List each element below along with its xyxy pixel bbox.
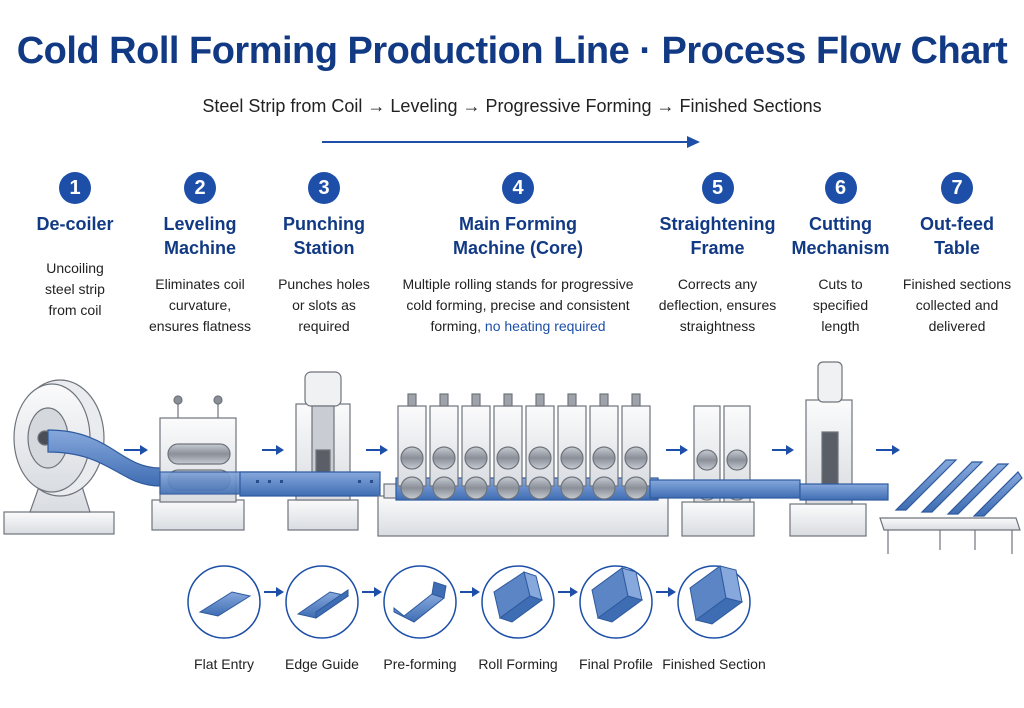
page-subtitle: Steel Strip from Coil → Leveling → Progr… — [202, 96, 822, 116]
step-number-badge: 1 — [59, 172, 91, 204]
step-description: Corrects any deflection, ensures straigh… — [658, 276, 777, 334]
step-punching: 3 Punching Station Punches holes or slot… — [268, 172, 380, 337]
step-description: Punches holes or slots as required — [278, 276, 370, 334]
step-outfeed: 7 Out-feed Table Finished sections colle… — [898, 172, 1016, 337]
cutting-mechanism — [789, 361, 889, 537]
forming-stand — [621, 393, 651, 500]
profile-label: Flat Entry — [194, 656, 254, 672]
page-title: Cold Roll Forming Production Line · Proc… — [16, 30, 1008, 72]
forming-stand — [589, 393, 619, 500]
forming-stand — [493, 393, 523, 500]
forming-stand — [397, 393, 427, 500]
step-number-badge: 6 — [824, 172, 857, 204]
step-leveling: 2 Leveling Machine Eliminates coil curva… — [140, 172, 260, 337]
profile-label: Pre-forming — [383, 656, 457, 672]
step-description: Multiple rolling stands for progressive … — [398, 274, 638, 337]
step-description: Cuts to specified length — [812, 276, 869, 334]
profile-label: Finished Section — [662, 656, 766, 672]
step-name: Main Forming Machine (Core) — [452, 214, 584, 258]
step-decoiler: 1 De-coiler Uncoiling steel strip from c… — [20, 172, 130, 321]
step-straightening: 5 Straightening Frame Corrects any defle… — [655, 172, 780, 337]
forming-stand — [557, 393, 587, 500]
step-number-badge: 4 — [502, 172, 534, 204]
profile-pre-forming — [383, 565, 457, 639]
step-number-badge: 5 — [701, 172, 734, 204]
step-main-forming: 4 Main Forming Machine (Core) Multiple r… — [398, 172, 638, 337]
step-name: De-coiler — [36, 214, 114, 234]
flow-arrow — [322, 136, 700, 148]
profile-roll-forming — [481, 565, 555, 639]
step-description: Eliminates coil curvature, ensures flatn… — [149, 276, 251, 334]
step-name: Punching Station — [283, 214, 365, 258]
step-description: Finished sections collected and delivere… — [902, 276, 1012, 334]
profile-flat-entry — [187, 565, 261, 639]
step-description-text: Multiple rolling stands for progressive … — [402, 276, 634, 334]
step-name: Out-feed Table — [920, 214, 994, 258]
forming-stand — [525, 393, 555, 500]
step-number-badge: 7 — [941, 172, 973, 204]
step-description: Uncoiling steel strip from coil — [45, 260, 105, 318]
forming-stand — [429, 393, 459, 500]
main-forming-machine — [377, 393, 669, 537]
step-name: Leveling Machine — [163, 214, 237, 258]
profile-label: Edge Guide — [285, 656, 359, 672]
step-cutting: 6 Cutting Mechanism Cuts to specified le… — [788, 172, 893, 337]
profile-label: Final Profile — [579, 656, 653, 672]
profile-final-profile — [579, 565, 653, 639]
profile-finished-section — [677, 565, 751, 639]
punching-station — [239, 371, 381, 531]
step-number-badge: 2 — [184, 172, 216, 204]
forming-stand — [461, 393, 491, 500]
production-line-illustration — [3, 361, 1023, 639]
step-description-highlight: no heating required — [484, 318, 606, 334]
profile-flow-arrows — [264, 587, 676, 597]
machine-flow-arrows — [124, 445, 900, 455]
profile-edge-guide — [285, 565, 359, 639]
straightening-frame — [649, 405, 801, 537]
step-number-badge: 3 — [308, 172, 340, 204]
step-name: Straightening Frame — [659, 214, 776, 258]
leveling-machine — [151, 395, 301, 531]
step-name: Cutting Mechanism — [791, 214, 890, 258]
decoiler-machine — [3, 379, 161, 535]
outfeed-table — [879, 459, 1023, 554]
profile-label: Roll Forming — [478, 656, 558, 672]
